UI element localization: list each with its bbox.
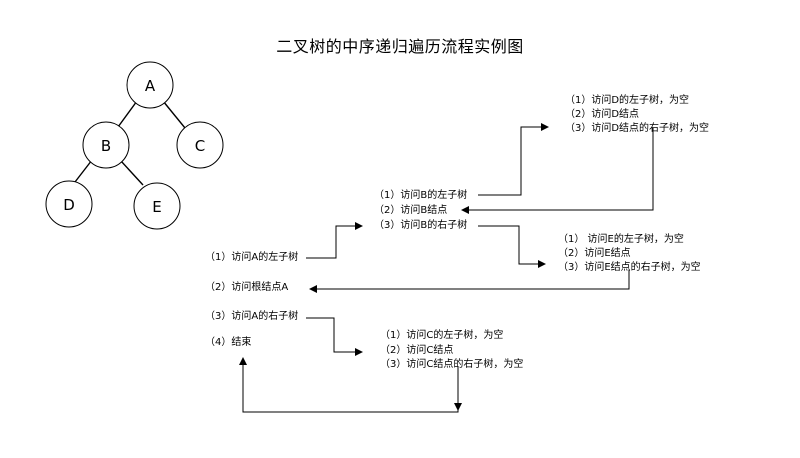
tree-node-b: B	[82, 121, 130, 169]
node-label-e: E	[152, 198, 161, 216]
edge-b-e	[120, 160, 144, 186]
arrow-c-return	[239, 357, 459, 413]
step-b-1: （1）访问B的左子树	[374, 190, 468, 201]
node-label-d: D	[63, 196, 75, 214]
tree-node-d: D	[45, 180, 93, 228]
diagram-title: 二叉树的中序递归遍历流程实例图	[276, 37, 524, 56]
arrow-b-to-e	[478, 225, 546, 268]
step-b-2: （2）访问B结点	[374, 205, 448, 216]
step-e-3: （3）访问E结点的右子树，为空	[558, 262, 701, 273]
step-d-3: （3）访问D结点的右子树，为空	[565, 123, 710, 134]
edge-a-c	[162, 100, 186, 129]
step-e-2: （2）访问E结点	[558, 248, 631, 259]
arrow-b-to-d	[478, 123, 549, 196]
node-label-c: C	[195, 137, 205, 155]
edge-b-d	[74, 159, 93, 183]
step-root-2: （2）访问根结点A	[205, 282, 289, 293]
step-c-3: （3）访问C结点的右子树，为空	[380, 359, 524, 370]
step-d-2: （2）访问D结点	[565, 109, 640, 120]
step-e-1: （1） 访问E的左子树，为空	[558, 234, 684, 245]
node-label-b: B	[101, 137, 111, 155]
arrow-e-return	[309, 270, 630, 293]
node-label-a: A	[145, 77, 156, 95]
tree-node-c: C	[176, 121, 224, 169]
tree-node-a: A	[126, 61, 174, 109]
step-b-3: （3）访问B的右子树	[374, 220, 468, 231]
step-root-3: （3）访问A的右子树	[205, 311, 299, 322]
tree-edges	[74, 100, 186, 186]
tree-node-e: E	[133, 182, 181, 230]
edge-a-b	[117, 100, 138, 128]
step-root-4: （4）结束	[205, 337, 252, 348]
flow-arrows	[239, 123, 654, 413]
arrow-root-to-b	[306, 222, 363, 259]
step-c-2: （2）访问C结点	[380, 345, 454, 356]
arrow-root-to-c	[306, 317, 363, 356]
arrow-d-return	[461, 128, 654, 214]
step-c-1: （1）访问C的左子树，为空	[380, 330, 504, 341]
step-root-1: （1）访问A的左子树	[205, 252, 299, 263]
step-d-1: （1）访问D的左子树，为空	[565, 95, 690, 106]
